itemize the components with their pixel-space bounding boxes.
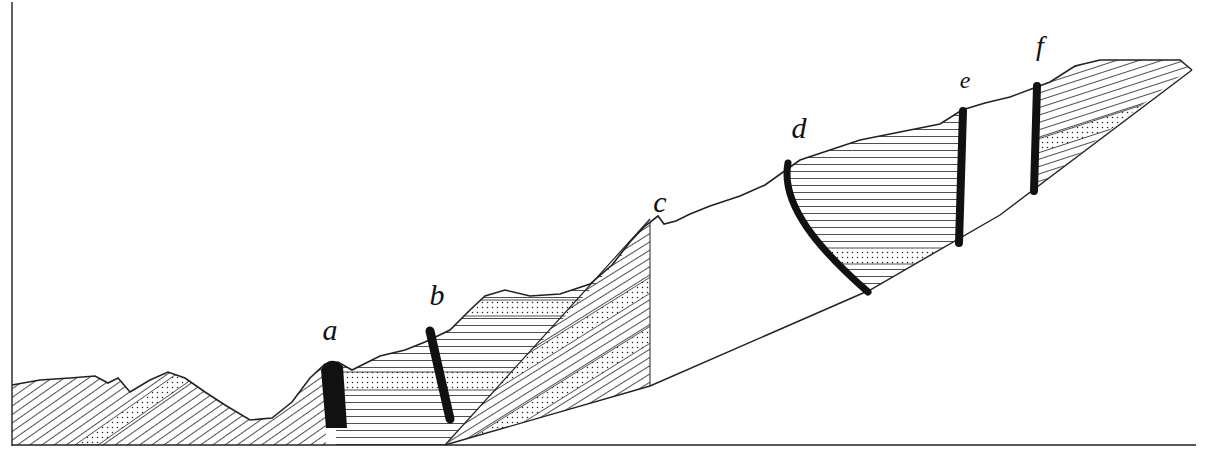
- dyke: [787, 163, 868, 292]
- dyke: [321, 361, 347, 428]
- dyke-letter: f: [1036, 32, 1044, 60]
- dyke-letter: b: [430, 280, 445, 310]
- ground-surface: [12, 60, 1192, 420]
- horizontal-strata: [780, 100, 965, 300]
- strata: [12, 40, 1205, 455]
- dyke-letter: e: [960, 68, 971, 92]
- inclined-strata: [440, 210, 700, 455]
- dyke-letter: c: [653, 187, 666, 217]
- dyke: [1034, 86, 1037, 191]
- dyke-letter: d: [792, 113, 807, 143]
- left-strata: [12, 300, 332, 450]
- frame-bottom: [12, 444, 1196, 446]
- dykes: [321, 86, 1037, 428]
- dyke: [430, 331, 450, 419]
- base-line: [445, 70, 1192, 445]
- right-strata: [1030, 40, 1205, 200]
- fault-line: [445, 219, 650, 445]
- outlines: [12, 2, 1196, 446]
- dyke: [959, 111, 963, 243]
- boundary-line: [650, 222, 651, 386]
- frame-left: [11, 2, 12, 446]
- dyke-letter: a: [323, 315, 338, 345]
